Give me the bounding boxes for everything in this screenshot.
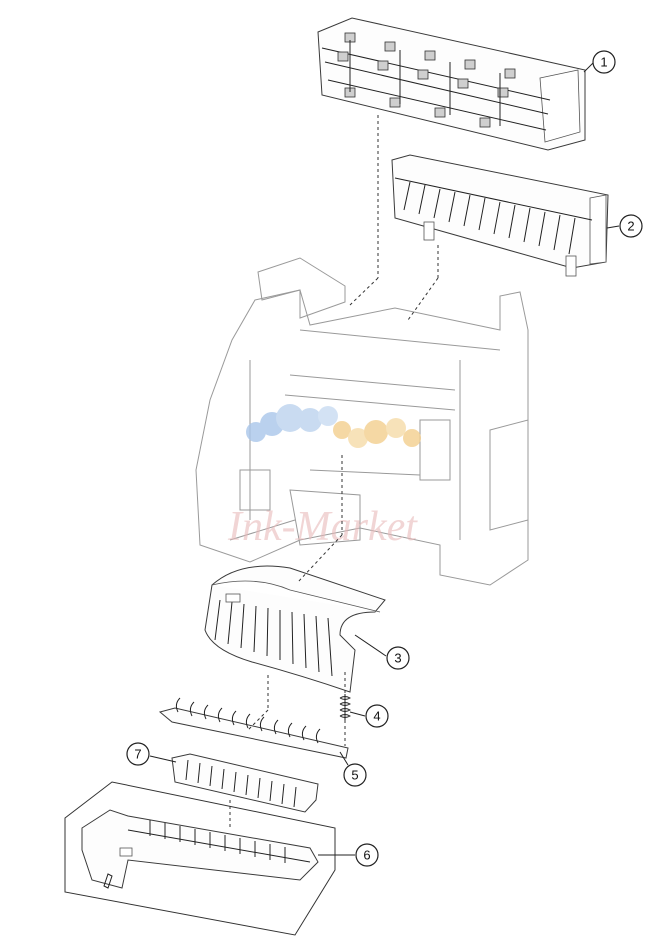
assembly-lines <box>229 115 439 830</box>
callout-6-label: 6 <box>363 848 370 863</box>
leader-lines <box>149 61 620 856</box>
callout-1: 1 <box>592 50 616 74</box>
chute-slots <box>214 599 333 677</box>
callout-4-label: 4 <box>373 709 380 724</box>
callout-2-label: 2 <box>627 219 634 234</box>
watermark-logo: Ink-Market <box>227 404 421 550</box>
callout-7-label: 7 <box>134 747 141 762</box>
guide-ribs <box>403 181 576 255</box>
tray-fins <box>149 820 286 863</box>
part-4-spring <box>339 694 351 720</box>
callout-7: 7 <box>126 742 150 766</box>
part-3-paper-chute <box>204 565 386 693</box>
part-5-guide-shaft <box>158 697 349 759</box>
callout-2: 2 <box>619 214 643 238</box>
part-6-duplex-unit <box>64 781 336 936</box>
shaft-fingers <box>175 697 321 744</box>
deflector-ribs <box>185 759 297 808</box>
part-1-roller-assembly <box>317 17 586 151</box>
part-7-deflector <box>171 753 319 813</box>
part-2-paper-guide <box>391 154 609 277</box>
roller-row-2 <box>337 51 509 98</box>
watermark-text: Ink-Market <box>227 504 418 550</box>
callout-4: 4 <box>365 704 389 728</box>
callout-5-label: 5 <box>351 768 358 783</box>
callout-3: 3 <box>386 646 410 670</box>
callout-1-label: 1 <box>600 55 607 70</box>
callout-5: 5 <box>343 763 367 787</box>
callout-3-label: 3 <box>394 651 401 666</box>
callout-6: 6 <box>355 843 379 867</box>
printer-frame <box>195 257 529 586</box>
roller-row-1 <box>344 32 516 79</box>
